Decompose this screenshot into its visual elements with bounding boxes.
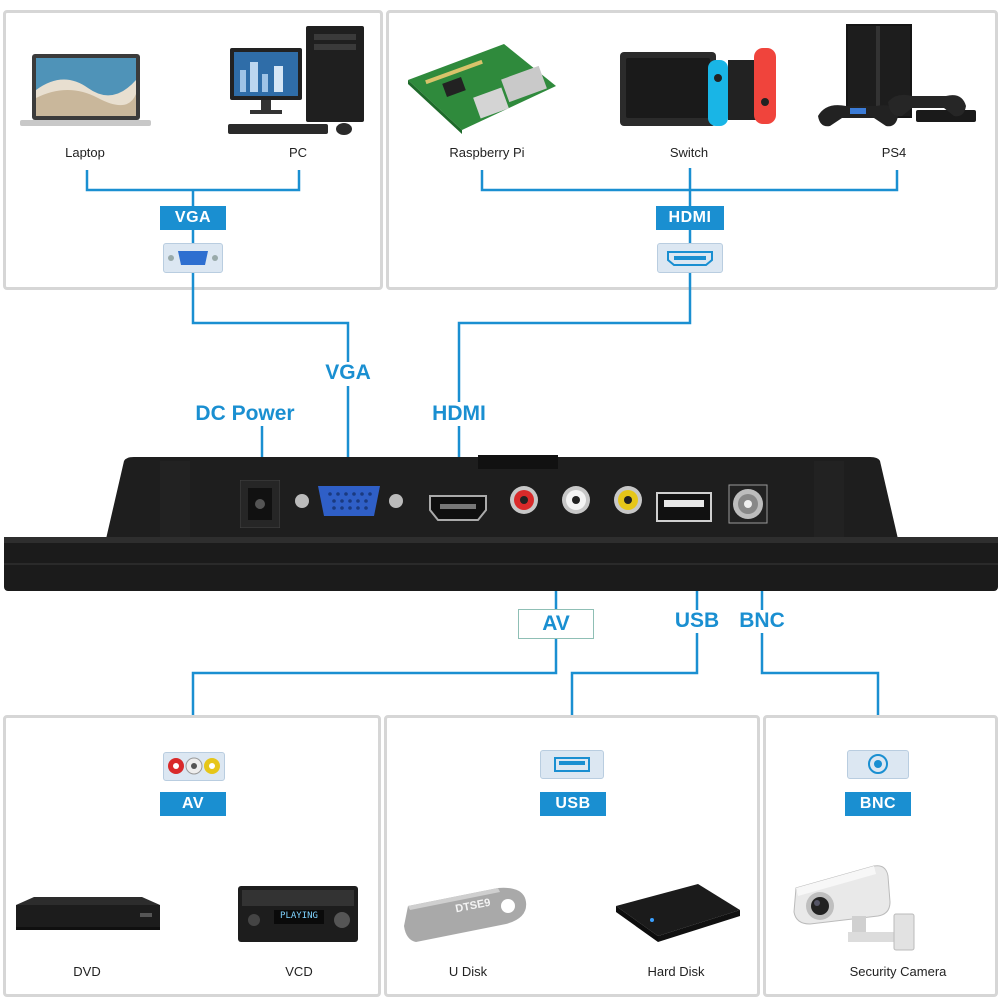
hdmi-port-box [657,243,723,273]
dc-power-port [240,480,280,528]
vga-port-box [163,243,223,273]
vga-port-icon [168,251,218,265]
bnc-tag: BNC [845,792,911,816]
ps4-icon [818,24,976,127]
security-camera-icon [793,865,915,951]
av-tag: AV [160,792,226,816]
rca-ports-icon [168,757,220,775]
raspberry-pi-icon [408,44,556,134]
vga-port [295,486,403,516]
hdmi-input-label: HDMI [432,402,486,425]
bnc-output-label: BNC [739,609,785,632]
device-label-u-disk: U Disk [448,964,488,979]
device-label-ps4: PS4 [881,145,907,160]
device-label-laptop: Laptop [65,145,105,160]
device-label-dvd: DVD [73,964,101,979]
bnc-port [728,484,768,524]
laptop-icon [20,54,151,126]
dvd-player-icon [16,897,160,930]
usb-port-icon [554,757,590,772]
bnc-port-icon [868,754,888,774]
vga-input-label: VGA [325,361,371,384]
monitor-back [4,455,998,591]
dc-power-label: DC Power [195,402,295,425]
switch-icon [620,48,776,126]
u-disk-icon [404,887,527,942]
hdmi-port-icon [667,251,713,266]
hard-disk-icon [616,884,740,942]
device-label-vcd: VCD [285,964,313,979]
vcd-display-text: PLAYING [280,911,318,921]
device-label-hard-disk: Hard Disk [647,964,705,979]
av-yellow-port [614,486,642,514]
usb-port [656,492,712,522]
bnc-port-box [847,750,909,779]
usb-output-label: USB [674,609,720,632]
device-label-raspberry-pi: Raspberry Pi [449,145,525,160]
vga-tag: VGA [160,206,226,230]
av-port-box [163,752,225,781]
device-label-security-camera: Security Camera [849,964,947,979]
usb-tag: USB [540,792,606,816]
av-red-port [510,486,538,514]
device-label-switch: Switch [669,145,709,160]
usb-port-box [540,750,604,779]
device-label-pc: PC [288,145,308,160]
vcd-player-icon [238,886,358,942]
hdmi-tag: HDMI [656,206,724,230]
hdmi-port [429,495,487,521]
av-white-port [562,486,590,514]
av-output-label: AV [518,609,594,639]
pc-icon [228,26,364,135]
